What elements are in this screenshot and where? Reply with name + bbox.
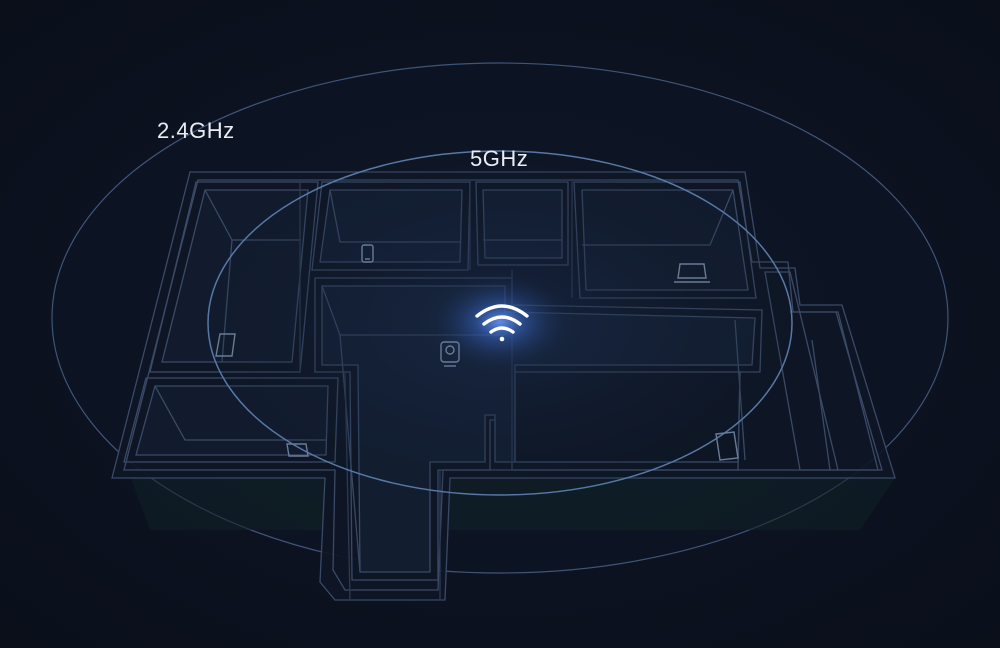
tablet-icon (715, 431, 739, 461)
floor-base (128, 470, 895, 600)
switch-icon (286, 443, 309, 457)
laptop-icon (674, 263, 710, 283)
tablet-icon (215, 333, 236, 357)
band-label-2-4ghz: 2.4GHz (157, 118, 235, 143)
camera-icon (440, 341, 460, 367)
router-glow (430, 274, 570, 370)
wifi-icon (475, 304, 529, 342)
phone-icon (361, 244, 374, 263)
band-label-5ghz: 5GHz (470, 146, 529, 171)
